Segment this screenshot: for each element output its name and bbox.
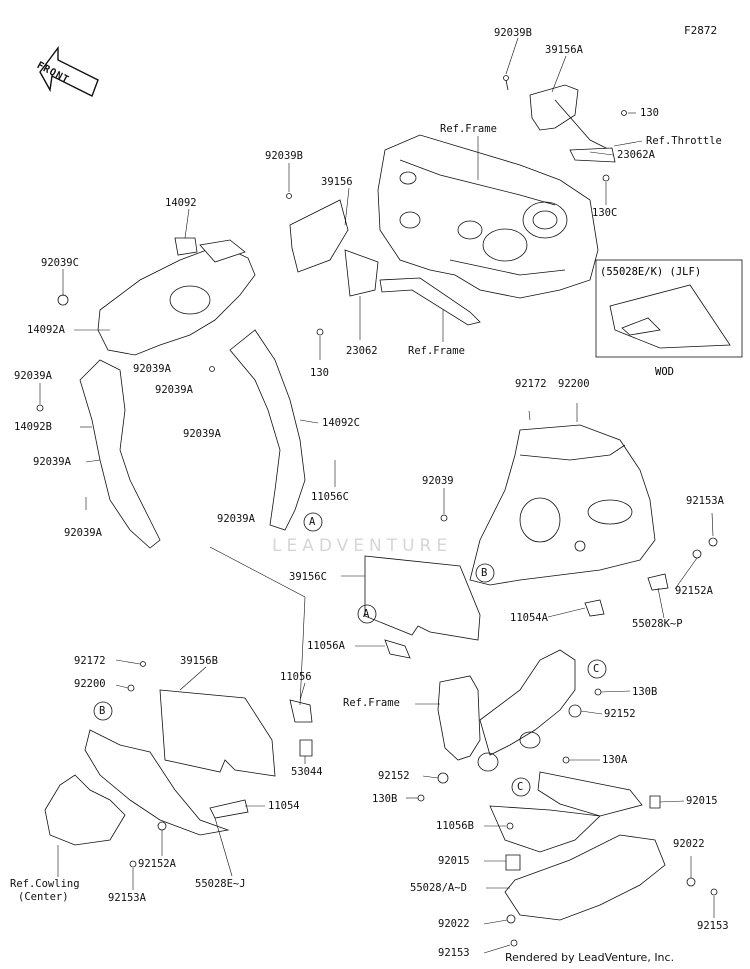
inner-panel-39156c [364,555,481,659]
part-callout[interactable]: 39156A [545,44,583,56]
inset-title: (55028E/K) (JLF) [600,266,702,278]
footer-credit: Rendered by LeadVenture, Inc. [505,951,675,964]
cowl-right-upper [440,424,718,617]
part-callout[interactable]: 55028E~J [195,878,246,890]
frame-part [377,134,599,299]
part-callout[interactable]: 92022 [673,838,705,850]
part-callout[interactable]: 92015 [438,855,470,867]
part-callout[interactable]: 39156C [289,571,327,583]
part-callout[interactable]: Ref.Frame [440,123,497,135]
part-callout[interactable]: 92152 [378,770,410,782]
ref-circle-b-1 [475,563,495,583]
part-callout[interactable]: 92039A [217,513,255,525]
ref-letter[interactable]: A [363,608,370,620]
part-callout[interactable]: 14092B [14,421,52,433]
part-callout[interactable]: 130 [640,107,659,119]
ref-circle-b-2 [93,701,113,721]
part-callout[interactable]: 92039C [41,257,79,269]
part-callout[interactable]: (Center) [18,891,69,903]
ref-letter[interactable]: C [517,781,524,793]
lower-left-panel [44,661,313,868]
part-callout[interactable]: 92039A [155,384,193,396]
part-callout[interactable]: 92172 [515,378,547,390]
leader-lines [39,37,715,954]
ref-letter[interactable]: B [99,705,106,717]
part-callout[interactable]: 92039 [422,475,454,487]
part-callout[interactable]: 11056A [307,640,345,652]
inner-duct-left [36,237,306,549]
part-callout[interactable]: 53044 [291,766,323,778]
part-callout[interactable]: 92039A [133,363,171,375]
part-callout[interactable]: 92200 [74,678,106,690]
inset-caption: WOD [655,366,674,378]
ref-circle-c-2 [511,777,531,797]
part-callout[interactable]: 92022 [438,918,470,930]
ref-letter[interactable]: C [593,663,600,675]
part-callout[interactable]: 14092C [322,417,360,429]
ref-letter[interactable]: B [481,567,488,579]
part-callout[interactable]: Ref.Frame [408,345,465,357]
part-callout[interactable]: 11056C [311,491,349,503]
part-callout[interactable]: 39156 [321,176,353,188]
part-callout[interactable]: 11056B [436,820,474,832]
part-callout[interactable]: 39156B [180,655,218,667]
part-callout[interactable]: 92200 [558,378,590,390]
part-callout[interactable]: 92015 [686,795,718,807]
part-callout[interactable]: 92039B [494,27,532,39]
part-callout[interactable]: 92153A [686,495,724,507]
part-callout[interactable]: 23062 [346,345,378,357]
part-callout[interactable]: 92039A [183,428,221,440]
part-callout[interactable]: 55028K~P [632,618,683,630]
ref-letter[interactable]: A [309,516,316,528]
part-callout[interactable]: 92152A [675,585,713,597]
part-callout[interactable]: 92153 [697,920,729,932]
watermark: LEADVENTURE [272,536,453,556]
part-callout[interactable]: 14092 [165,197,197,209]
part-callout[interactable]: 11056 [280,671,312,683]
part-callout[interactable]: 92039A [33,456,71,468]
part-callout[interactable]: 14092A [27,324,65,336]
figure-id: F2872 [684,24,718,37]
part-callout[interactable]: 130B [632,686,658,698]
part-callout[interactable]: 92172 [74,655,106,667]
part-callout[interactable]: Ref.Cowling [10,878,80,890]
part-callout[interactable]: 55028/A~D [410,882,467,894]
part-callout[interactable]: 92152A [138,858,176,870]
part-callout[interactable]: Ref.Frame [343,697,400,709]
ref-circle-a-2 [357,604,377,624]
part-callout[interactable]: 130 [310,367,329,379]
bracket-39156 [286,193,481,336]
part-callout[interactable]: Ref.Throttle [646,135,722,147]
part-callout[interactable]: 11054 [268,800,300,812]
ref-circle-a-1 [303,512,323,532]
part-callout[interactable]: 92152 [604,708,636,720]
part-callout[interactable]: 92153A [108,892,146,904]
part-callout[interactable]: 130C [592,207,618,219]
reference-circles [93,512,607,797]
part-callout[interactable]: 92153 [438,947,470,959]
inset-wod [595,259,743,358]
part-callout[interactable]: 92039B [265,150,303,162]
part-callout[interactable]: 130A [602,754,628,766]
ref-circle-c-1 [587,659,607,679]
part-callout[interactable]: 92039A [64,527,102,539]
part-callout[interactable]: 23062A [617,149,655,161]
part-callout[interactable]: 92039A [14,370,52,382]
bracket-39156a [503,75,627,182]
part-callout[interactable]: 11054A [510,612,548,624]
front-arrow-icon [39,45,99,97]
part-callout[interactable]: 130B [372,793,398,805]
lower-right-bracket [417,649,718,947]
